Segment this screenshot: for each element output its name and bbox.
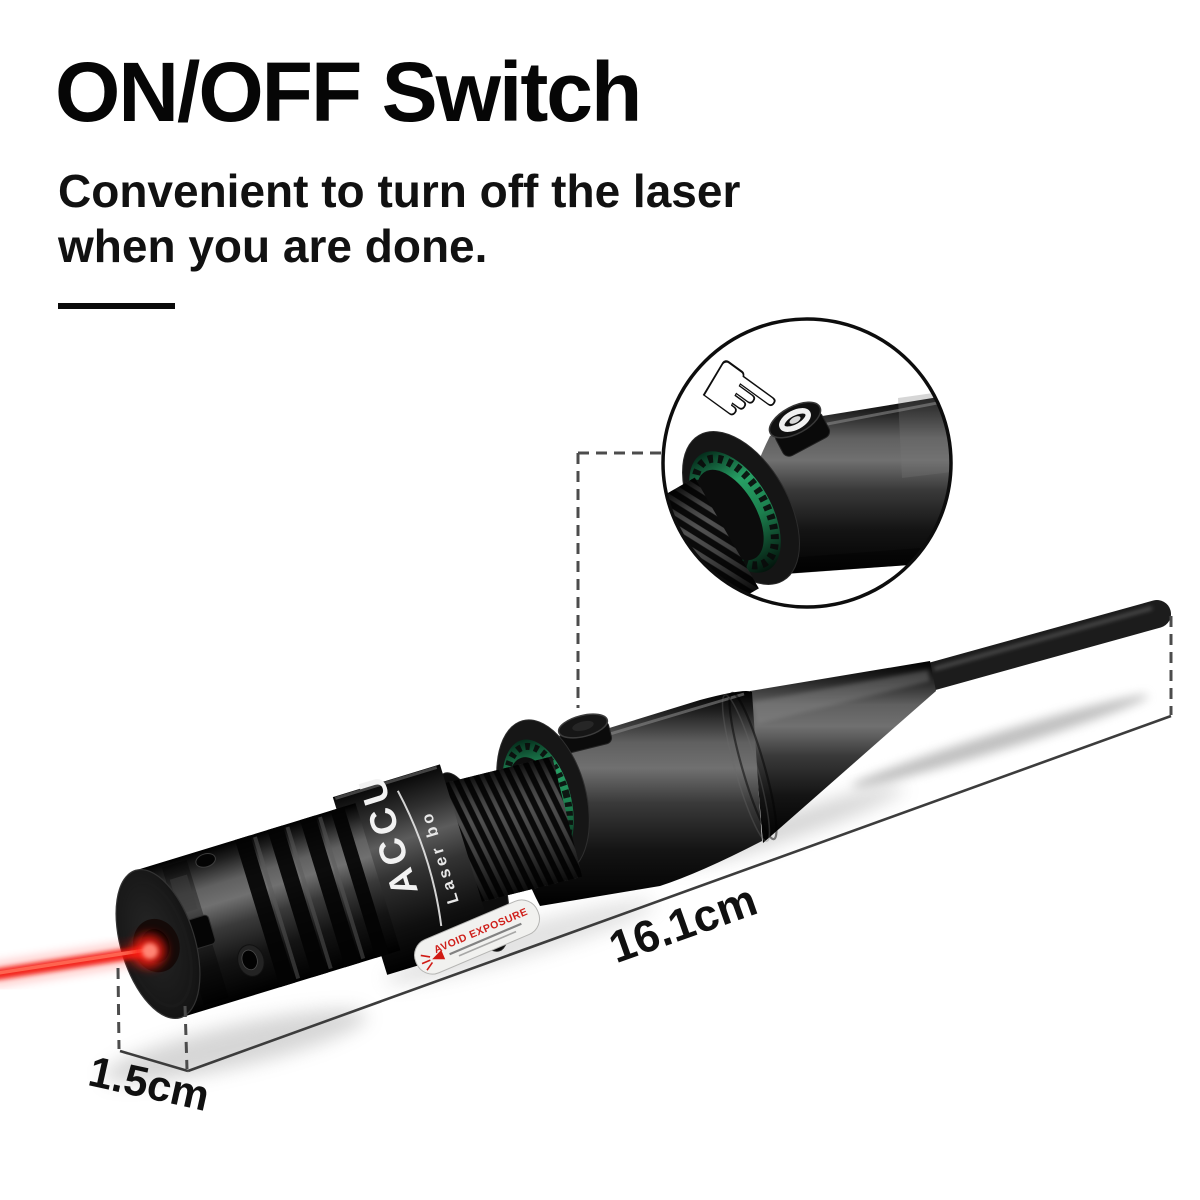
laser-beam (0, 934, 166, 986)
length-dimension-line (187, 714, 1172, 1073)
page-title: ON/OFF Switch (55, 45, 642, 139)
inset-focus-knob (663, 477, 759, 607)
on-off-button (557, 713, 613, 754)
inset-on-off-button (768, 401, 831, 457)
face-extension-right (183, 1005, 189, 1070)
laser-head (115, 803, 401, 1020)
subtitle-line-2: when you are done. (58, 220, 488, 272)
tube-seam (728, 691, 778, 841)
head-ring-grooves (234, 806, 389, 988)
title-underline (58, 303, 175, 309)
face-extension-left (116, 967, 121, 1050)
set-screw-top (195, 853, 216, 868)
cone-highlight (752, 670, 930, 724)
magnifier-callout: ☞ (661, 317, 953, 609)
button-white-ring (779, 408, 811, 432)
laser-warning-icon (420, 950, 446, 971)
tube-seam-light (721, 694, 771, 842)
subtitle-line-1: Convenient to turn off the laser (58, 165, 741, 217)
width-dimension-line (119, 1049, 189, 1073)
inset-circle-border (661, 317, 953, 609)
set-screw-side (241, 949, 258, 971)
body-separator-line (396, 790, 443, 927)
guide-rod (916, 600, 1171, 691)
guide-rod-highlight (933, 606, 1153, 671)
connector-lines (116, 451, 1173, 1070)
